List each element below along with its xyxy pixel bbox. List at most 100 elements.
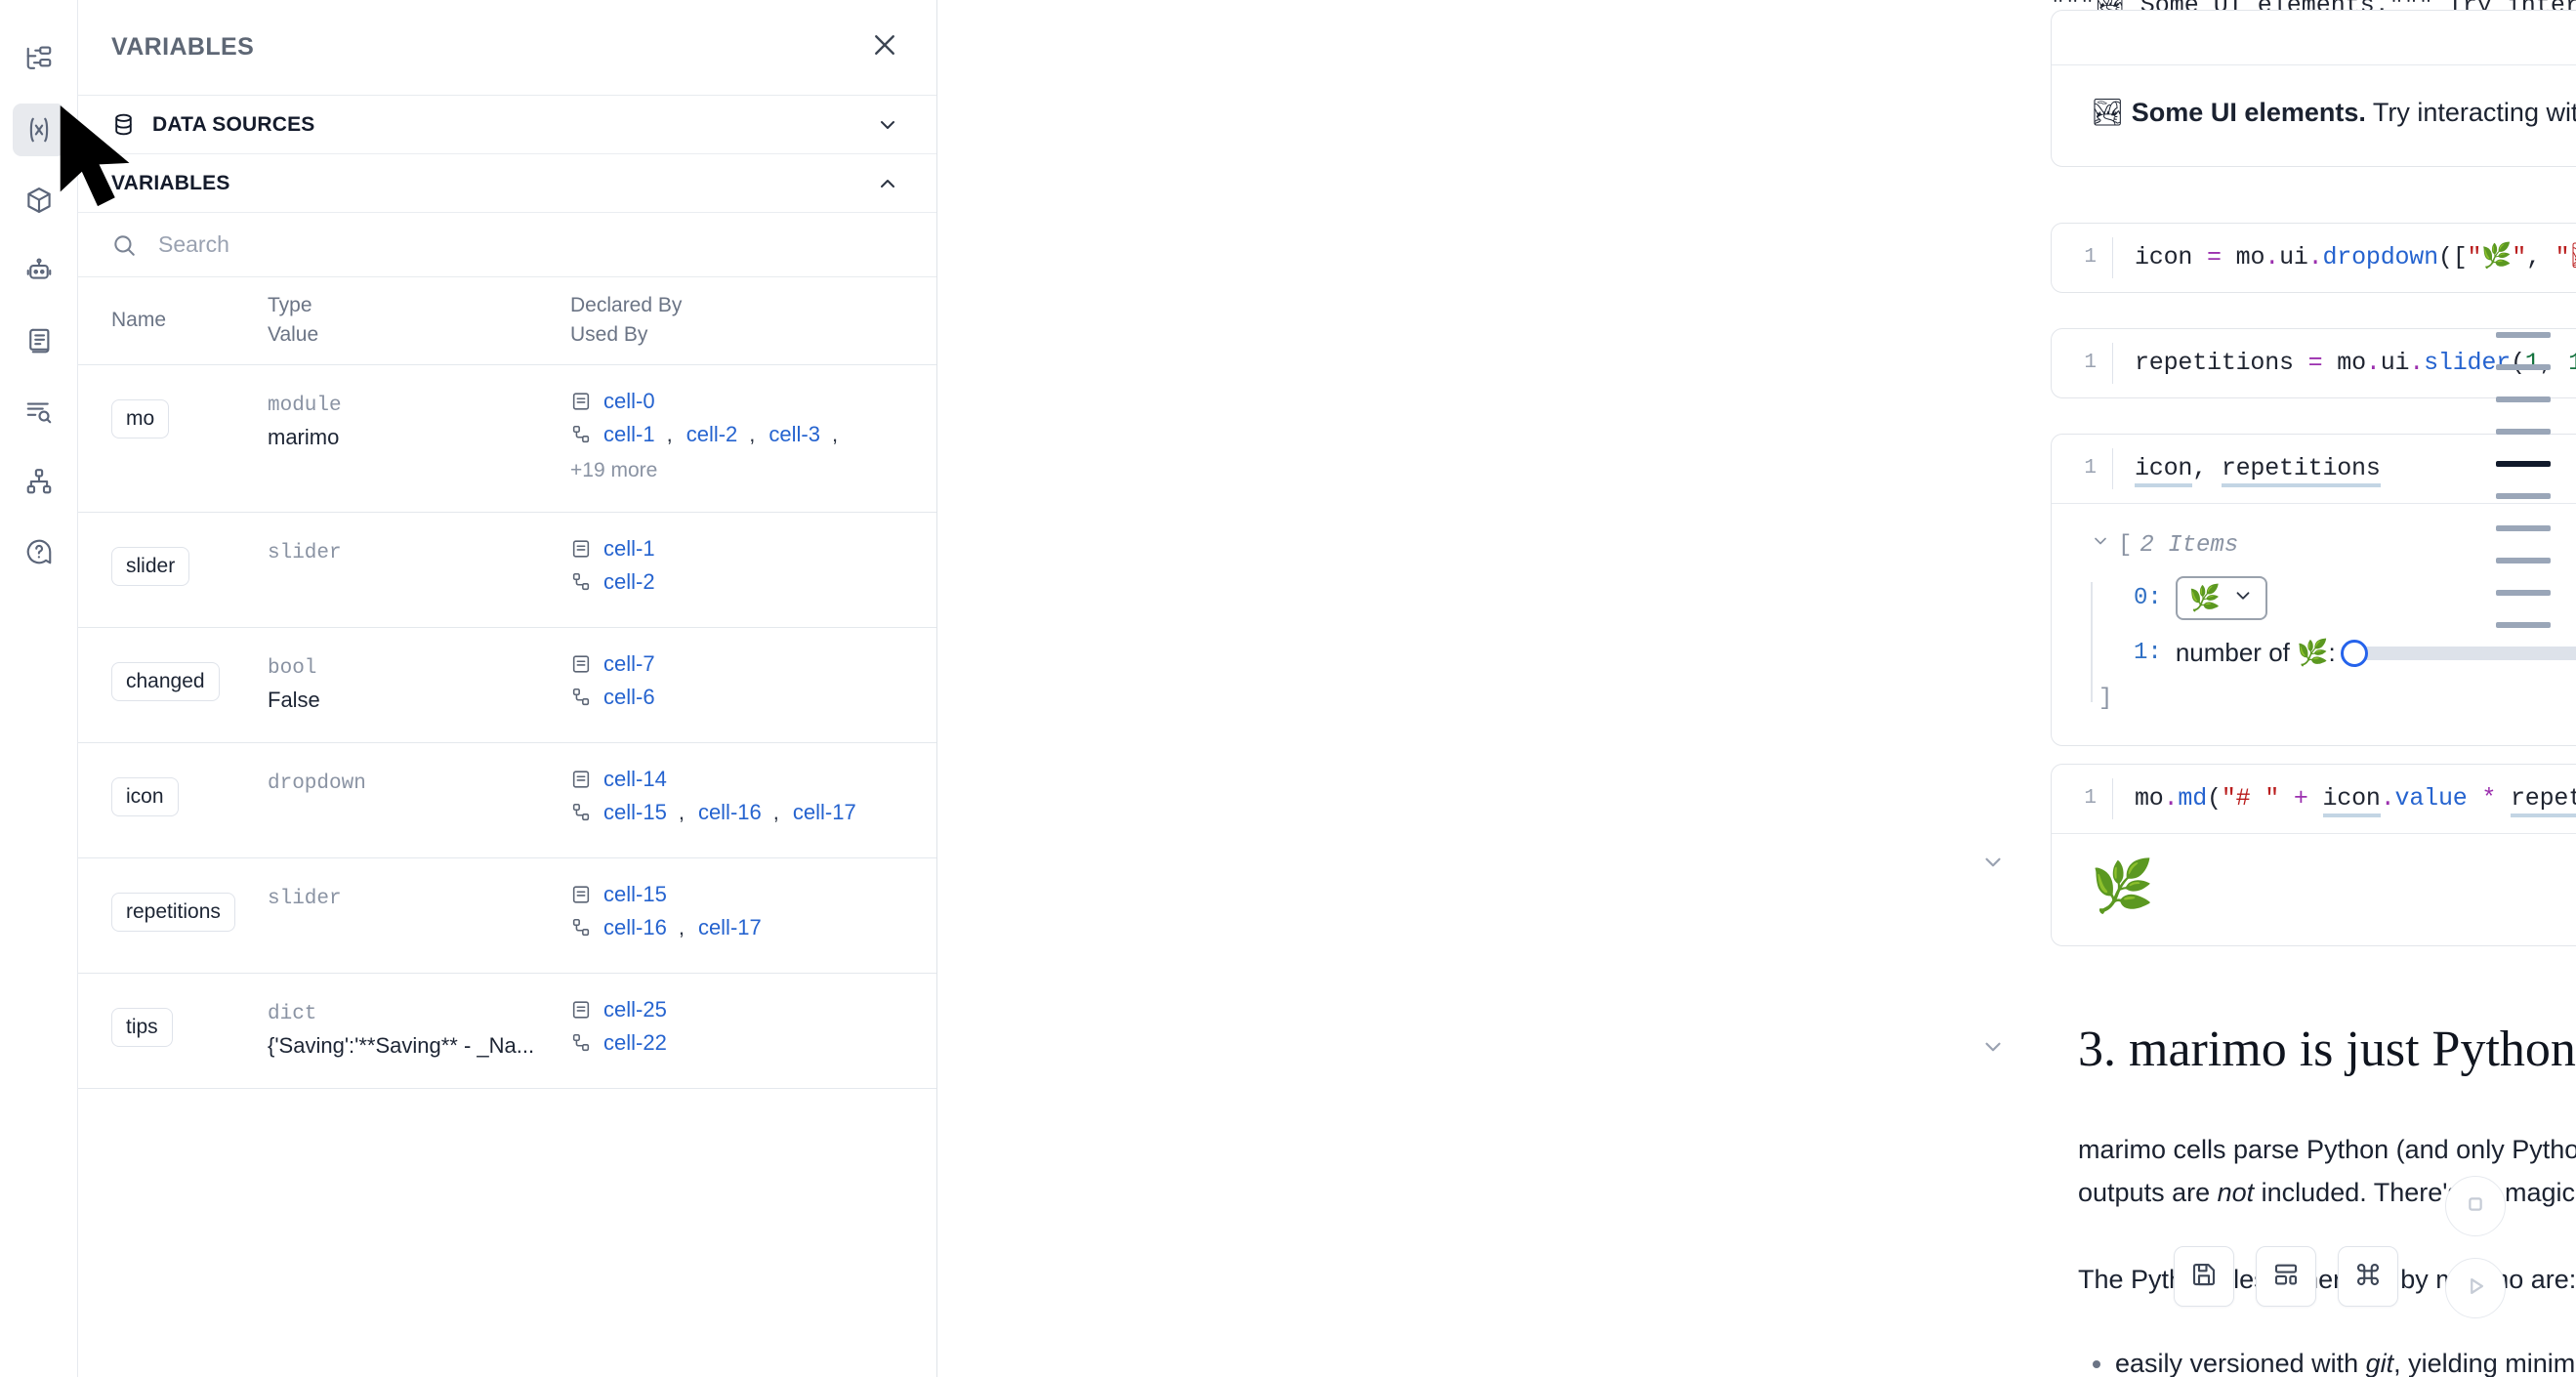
- minimap-mark[interactable]: [2496, 493, 2551, 499]
- md-output-emoji: 🌿: [2091, 858, 2154, 915]
- interrupt-button[interactable]: [2445, 1176, 2506, 1236]
- minimap-mark[interactable]: [2496, 396, 2551, 402]
- minimap-mark[interactable]: [2496, 558, 2551, 563]
- sidebar-item-help[interactable]: [13, 525, 65, 578]
- sidebar-item-ai-assistant[interactable]: [13, 244, 65, 297]
- variables-icon: [24, 115, 54, 145]
- item-index-1: 1:: [2134, 640, 2162, 666]
- sidebar-item-file-explorer[interactable]: [13, 33, 65, 86]
- cell-document-icon: [570, 769, 592, 790]
- markdown-cell-toolbar: r f markdown: [2052, 11, 2576, 65]
- cell-link[interactable]: cell-3: [769, 421, 820, 446]
- code-content-display[interactable]: icon, repetitions: [2135, 448, 2381, 489]
- variable-type: slider: [268, 887, 342, 910]
- cell-link[interactable]: cell-25: [603, 996, 667, 1022]
- cell-link[interactable]: cell-17: [697, 914, 762, 939]
- variable-name-chip[interactable]: repetitions: [111, 892, 235, 932]
- floating-toolbar: [2174, 1246, 2398, 1307]
- used-by-more[interactable]: +19 more: [570, 458, 658, 481]
- code-cell-icon[interactable]: 1 icon = mo.ui.dropdown(["🌿", "🏞", "✨"],…: [2051, 223, 2576, 293]
- markdown-cell-output: 🏞 Some UI elements. Try interacting with…: [2052, 65, 2576, 166]
- left-icon-rail: [0, 0, 78, 1377]
- output-item-1: 1: number of 🌿:: [2098, 638, 2576, 668]
- declared-by-line: cell-0: [570, 389, 936, 414]
- minimap-mark[interactable]: [2496, 364, 2551, 370]
- column-header-used-by: Used By: [570, 323, 648, 347]
- declared-by-line: cell-7: [570, 651, 936, 677]
- section-label-variables: VARIABLES: [111, 171, 230, 194]
- sidebar-item-dependency-graph[interactable]: [13, 455, 65, 508]
- section-variables[interactable]: VARIABLES: [78, 154, 936, 213]
- cell-link[interactable]: cell-22: [603, 1029, 667, 1055]
- variable-value: marimo: [268, 425, 340, 450]
- minimap-mark[interactable]: [2496, 332, 2551, 338]
- scratchpad-icon: [24, 326, 54, 355]
- minimap-mark[interactable]: [2496, 429, 2551, 435]
- cell-link[interactable]: cell-16: [697, 799, 762, 824]
- cell-link[interactable]: cell-15: [603, 799, 667, 824]
- minimap-mark[interactable]: [2496, 622, 2551, 628]
- save-button[interactable]: [2174, 1246, 2234, 1307]
- variable-name-chip[interactable]: tips: [111, 1007, 173, 1047]
- items-count: 2 Items: [2140, 531, 2239, 559]
- code-content-icon[interactable]: icon = mo.ui.dropdown(["🌿", "🏞", "✨"], v…: [2135, 243, 2576, 271]
- cell-link[interactable]: cell-1: [603, 535, 655, 561]
- output-tree-header[interactable]: [ 2 Items: [2091, 531, 2576, 559]
- chevron-down-icon: [2232, 585, 2254, 611]
- paragraph-1-part-b: included. There's no magical syntax.: [2261, 1177, 2576, 1207]
- chevron-down-icon: [2091, 531, 2110, 559]
- variable-name-chip[interactable]: changed: [111, 661, 220, 701]
- code-content-repetitions[interactable]: repetitions = mo.ui.slider(1, 16, label=…: [2135, 349, 2576, 377]
- cell-link[interactable]: cell-7: [603, 650, 655, 676]
- collapse-section-3-chevron[interactable]: [1980, 1034, 2006, 1064]
- search-input[interactable]: [156, 230, 903, 259]
- cell-link[interactable]: cell-16: [603, 914, 667, 939]
- code-cell-repetitions[interactable]: 1 repetitions = mo.ui.slider(1, 16, labe…: [2051, 328, 2576, 398]
- sidebar-item-packages[interactable]: [13, 174, 65, 227]
- cell-document-icon: [570, 999, 592, 1021]
- search-icon: [111, 232, 137, 258]
- code-cell-display[interactable]: 1 icon, repetitions [ 2 Items: [2051, 434, 2576, 746]
- page-heading-section-3: 3. marimo is just Python: [2078, 1022, 2576, 1077]
- minimap-scrollbar[interactable]: [2484, 332, 2562, 654]
- slider-widget[interactable]: [2340, 639, 2576, 667]
- declared-by-line: cell-25: [570, 997, 936, 1022]
- collapse-cell-chevron[interactable]: [1980, 850, 2006, 880]
- cell-link[interactable]: cell-2: [603, 568, 655, 594]
- run-button[interactable]: [2445, 1258, 2506, 1318]
- command-icon: [2353, 1260, 2383, 1294]
- close-panel-button[interactable]: [870, 30, 899, 64]
- minimap-mark[interactable]: [2496, 461, 2551, 467]
- variable-name-chip[interactable]: mo: [111, 398, 170, 438]
- robot-ai-icon: [24, 256, 54, 285]
- sidebar-item-scratchpad[interactable]: [13, 314, 65, 367]
- cell-link[interactable]: cell-1: [603, 421, 655, 446]
- command-palette-button[interactable]: [2338, 1246, 2398, 1307]
- cell-link[interactable]: cell-17: [792, 799, 856, 824]
- variable-value: False: [268, 688, 320, 713]
- variable-name-chip[interactable]: slider: [111, 546, 190, 586]
- section-data-sources[interactable]: DATA SOURCES: [78, 96, 936, 154]
- markdown-cell: r f markdown: [2051, 10, 2576, 167]
- code-content-md[interactable]: mo.md("# " + icon.value * repetitions.va…: [2135, 778, 2576, 819]
- dropdown-widget[interactable]: 🌿: [2175, 576, 2268, 620]
- sidebar-item-outline[interactable]: [13, 385, 65, 438]
- layout-button[interactable]: [2256, 1246, 2316, 1307]
- cell-link[interactable]: cell-2: [686, 421, 738, 446]
- help-icon: [24, 537, 54, 566]
- slider-thumb[interactable]: [2340, 639, 2368, 667]
- line-number: 1: [2084, 246, 2097, 269]
- code-cell-md[interactable]: 1 mo.md("# " + icon.value * repetitions.…: [1985, 764, 2576, 946]
- cell-link[interactable]: cell-6: [603, 684, 655, 709]
- reference-link-icon: [570, 1032, 592, 1054]
- minimap-mark[interactable]: [2496, 590, 2551, 596]
- package-cube-icon: [24, 186, 54, 215]
- cell-link[interactable]: cell-0: [603, 388, 655, 413]
- dependency-graph-icon: [24, 467, 54, 496]
- sidebar-item-variables[interactable]: [12, 104, 65, 156]
- cell-link[interactable]: cell-15: [603, 881, 667, 906]
- cell-link[interactable]: cell-14: [603, 766, 667, 791]
- minimap-mark[interactable]: [2496, 525, 2551, 531]
- variable-name-chip[interactable]: icon: [111, 776, 179, 816]
- table-header-row: Name Type Value Declared By Used By: [78, 277, 936, 365]
